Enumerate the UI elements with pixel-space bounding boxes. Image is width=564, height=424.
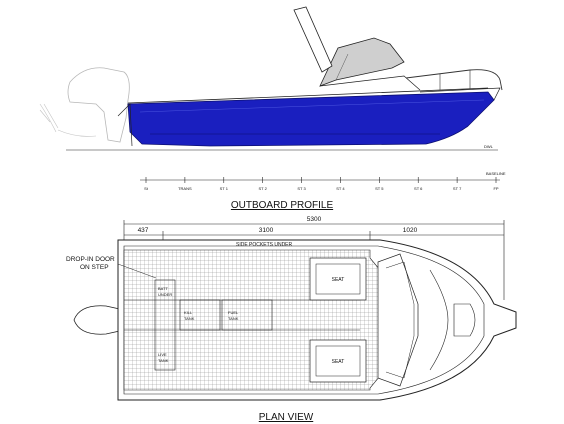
- profile-title: OUTBOARD PROFILE: [231, 200, 334, 211]
- dwl-label: DWL: [484, 144, 494, 149]
- station-label: ST 3: [297, 186, 306, 191]
- outboard-motor: [67, 67, 130, 143]
- dim-fwd: 1020: [403, 227, 418, 234]
- anchor-hatch: [453, 303, 476, 337]
- side-pockets-label: SIDE POCKETS UNDER: [236, 242, 293, 248]
- station-label: ST 4: [336, 186, 345, 191]
- drop-in-door-label-2: ON STEP: [80, 264, 109, 271]
- station-label: ST 1: [220, 186, 229, 191]
- bow-rail: [405, 69, 503, 91]
- seat-lower: [309, 339, 367, 383]
- seat-upper-label: SEAT: [332, 277, 345, 283]
- kill-tank-label-1: KILL: [184, 310, 193, 315]
- t-top-post: [293, 6, 333, 73]
- baseline-label: BASELINE: [486, 171, 506, 176]
- station-label: TRANS: [178, 186, 192, 191]
- fuel-tank-label-2: TANK: [228, 316, 239, 321]
- station-ticks: St TRANS ST 1 ST 2 ST 3 ST 4 ST 5 ST 6 ST 7 FP: [144, 177, 499, 191]
- dim-overall: 5300: [307, 216, 322, 223]
- fuel-tank-label-1: FUEL: [228, 310, 239, 315]
- station-label: ST 5: [375, 186, 384, 191]
- plan-title: PLAN VIEW: [259, 412, 314, 423]
- drop-in-door-label-1: DROP-IN DOOR: [66, 256, 115, 263]
- outboard-plan: [73, 305, 125, 335]
- dim-aft: 437: [138, 227, 149, 234]
- live-tank-label-1: LIVE: [158, 352, 167, 357]
- hull-side: [127, 91, 495, 147]
- plan-view: 5300 437 3100 1020: [66, 216, 517, 423]
- station-label: ST 6: [414, 186, 423, 191]
- station-label: ST 7: [453, 186, 462, 191]
- batt-label-1: BATT: [158, 286, 168, 291]
- station-label: St: [144, 186, 149, 191]
- outboard-profile: DWL St TRANS ST 1 ST 2 ST 3 ST 4 ST 5 ST 6 ST 7 F…: [39, 6, 506, 211]
- dim-mid: 3100: [259, 227, 274, 234]
- station-label: ST 2: [258, 186, 267, 191]
- station-label: FP: [493, 186, 498, 191]
- seat-upper: [309, 257, 367, 301]
- live-tank-label-2: TANK: [158, 358, 169, 363]
- windscreen: [319, 37, 405, 87]
- seat-lower-label: SEAT: [332, 359, 345, 365]
- kill-tank-label-2: TANK: [184, 316, 195, 321]
- console: [377, 253, 419, 387]
- batt-label-2: UNDER: [158, 292, 172, 297]
